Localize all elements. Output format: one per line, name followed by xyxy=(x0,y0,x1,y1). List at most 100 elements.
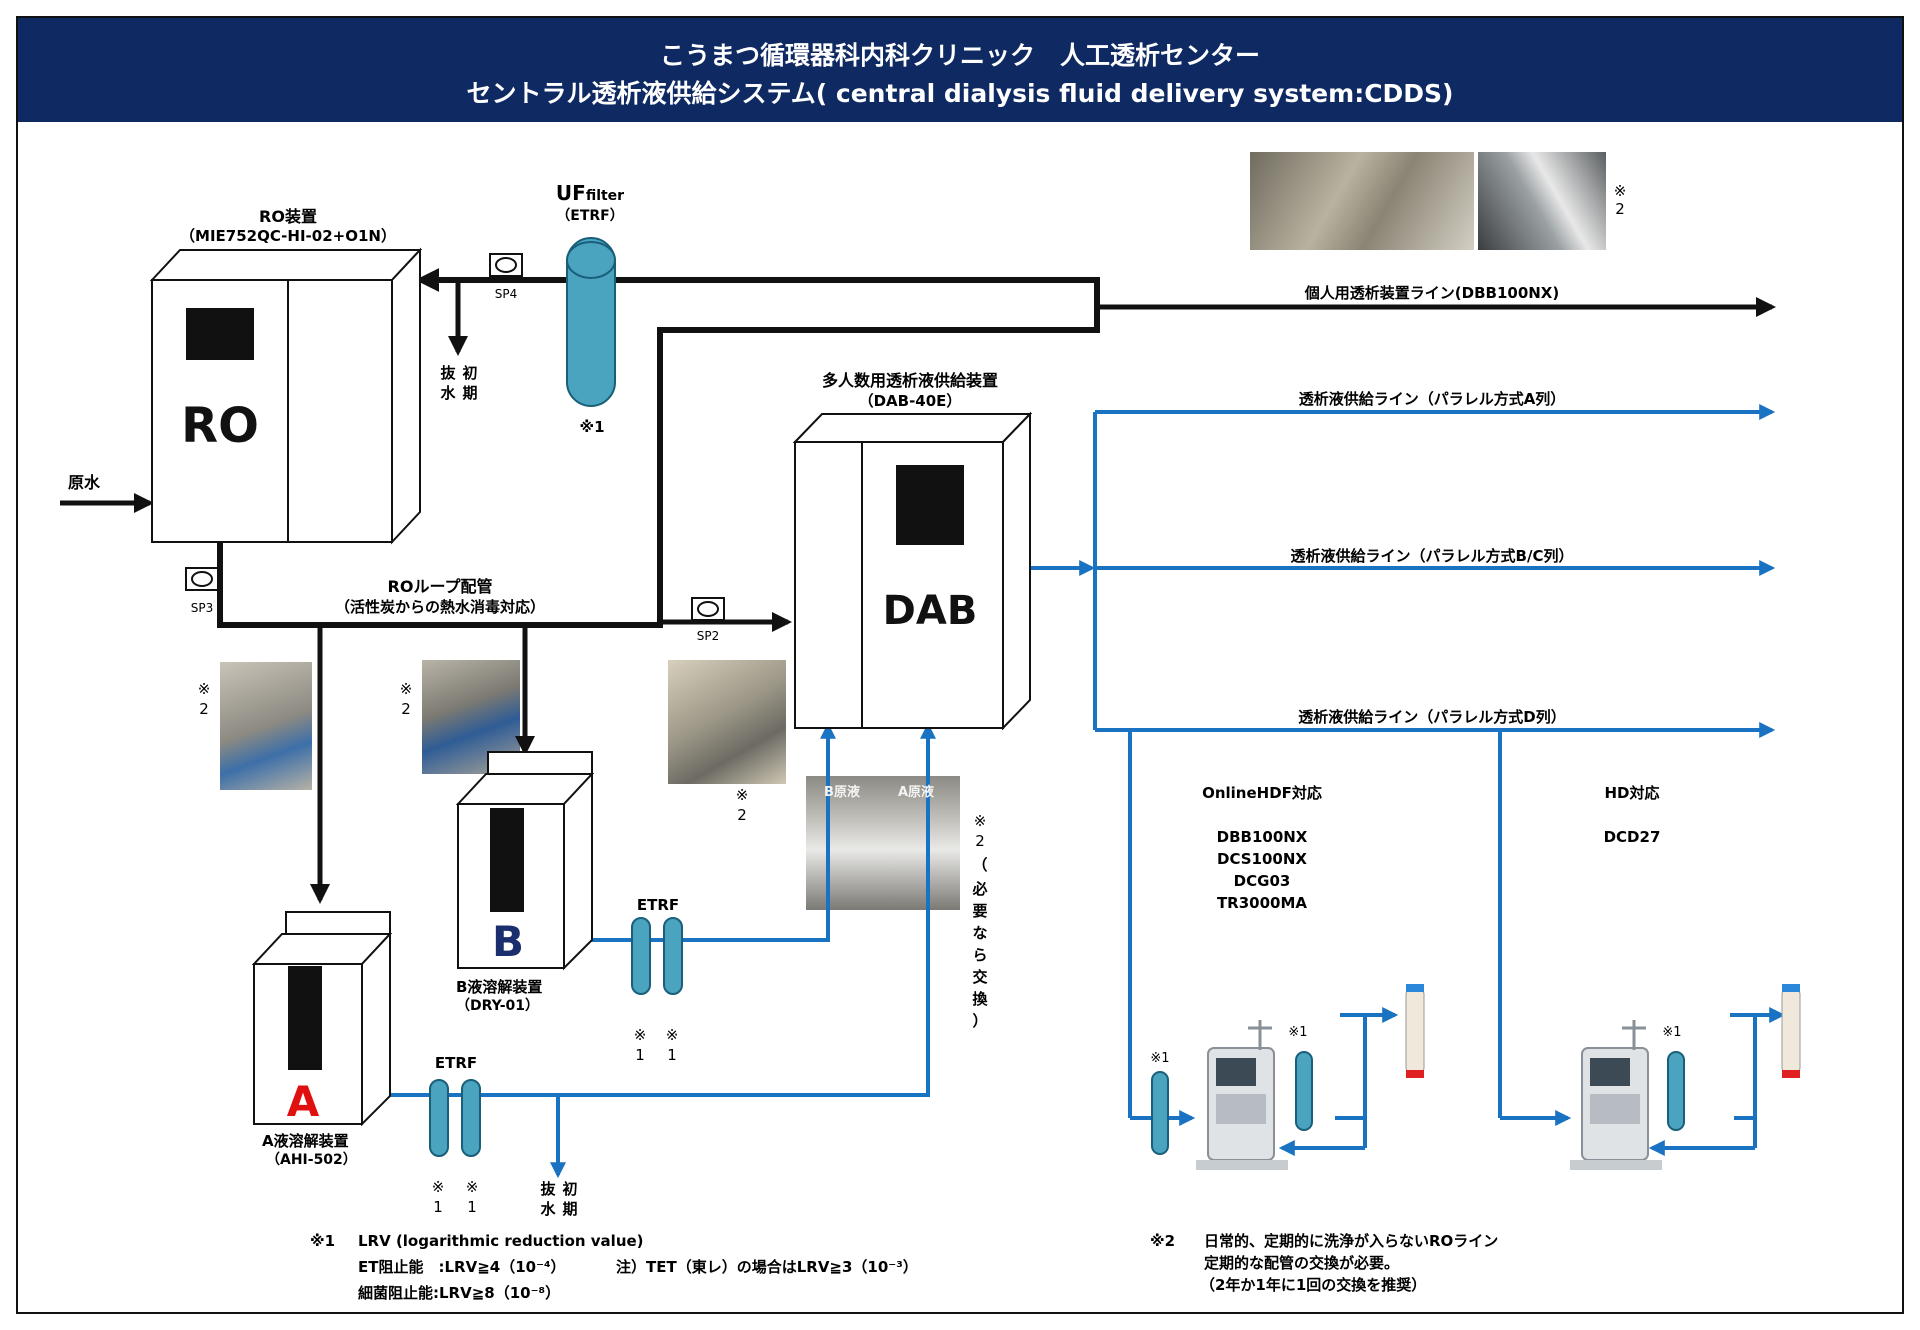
online-hdf-model-3: DCG03 xyxy=(1234,872,1291,890)
drain-label-ro-3: 水 xyxy=(440,384,456,402)
sp4-port xyxy=(489,253,523,277)
hd-machine-icon xyxy=(1570,1020,1662,1170)
drain-label-a-3: 水 xyxy=(540,1200,556,1218)
ab-photo-label-a: A原液 xyxy=(898,784,934,800)
page-subtitle: セントラル透析液供給システム( central dialysis fluid d… xyxy=(466,79,1454,108)
sp3-label: SP3 xyxy=(191,601,214,615)
dab-unit xyxy=(792,411,1033,731)
photo-ab-concentrate-hoses xyxy=(806,776,960,910)
photo-pipe-connection-2 xyxy=(1478,152,1606,250)
raw-water-label: 原水 xyxy=(68,473,101,492)
footnote1-et: ET阻止能 :LRV≧4（10⁻⁴） xyxy=(358,1258,566,1276)
sp2-label: SP2 xyxy=(697,629,720,643)
hdf-dialyzer-icon xyxy=(1405,984,1425,1078)
footnote1-tet: 注）TET（東レ）の場合はLRV≧3（10⁻³） xyxy=(616,1258,918,1276)
dab-display xyxy=(896,465,964,545)
dab-label: 多人数用透析液供給装置 xyxy=(822,371,998,390)
footnote2-mark: ※2 xyxy=(1150,1232,1175,1250)
ro-loop-title: ROループ配管 xyxy=(388,577,493,596)
blue-supply-pipes xyxy=(385,412,1778,1120)
hd-filter xyxy=(1667,1051,1685,1131)
ro-unit xyxy=(149,247,423,545)
ab-photo-label-b: B原液 xyxy=(824,784,860,800)
photo-valve-a xyxy=(220,662,312,790)
etrf-filters-b xyxy=(631,917,683,995)
uf-note: ※1 xyxy=(579,418,604,436)
swap-note-char-7: ） xyxy=(972,1012,987,1030)
hdf-filter-right xyxy=(1295,1051,1313,1131)
etrf-b-note-mark-1: ※ xyxy=(634,1026,647,1044)
b-unit-box-text: B xyxy=(492,917,524,966)
photo-note-mark-ab: ※ xyxy=(974,812,987,830)
header-banner: こうまつ循環器科内科クリニック 人工透析センター セントラル透析液供給システム(… xyxy=(18,18,1902,122)
uf-label-sub: filter xyxy=(586,188,624,204)
drain-label-a-1: 抜 xyxy=(540,1180,556,1198)
drain-label-a-2: 初 xyxy=(562,1180,577,1198)
etrf-a-note-mark-1: ※ xyxy=(432,1178,445,1196)
uf-model: （ETRF） xyxy=(556,208,623,224)
footnote1-mark: ※1 xyxy=(310,1232,335,1250)
hdf-machine-icon xyxy=(1196,1020,1288,1170)
b-unit-label: B液溶解装置 xyxy=(456,978,542,996)
ro-outlet-to-uf-pipe xyxy=(217,277,1100,628)
drain-label-ro-4: 期 xyxy=(462,384,477,402)
uf-filter-icon xyxy=(566,237,616,407)
hd-filter-note: ※1 xyxy=(1662,1025,1681,1040)
etrf-a-note-num-1: 1 xyxy=(433,1198,443,1216)
swap-note-char-2: 要 xyxy=(972,902,987,920)
ro-model: （MIE752QC-HI-02+O1N） xyxy=(180,227,396,245)
photo-note-num-sp2: 2 xyxy=(737,806,747,824)
hd-model-1: DCD27 xyxy=(1604,828,1661,846)
line-a-label: 透析液供給ライン（パラレル方式A列） xyxy=(1299,390,1566,408)
footnote1-lrv: LRV (logarithmic reduction value) xyxy=(358,1232,644,1250)
page-title: こうまつ循環器科内科クリニック 人工透析センター xyxy=(659,41,1260,70)
etrf-b-note-mark-2: ※ xyxy=(666,1026,679,1044)
hdf-filter-left-note: ※1 xyxy=(1150,1051,1169,1066)
swap-note-char-6: 換 xyxy=(972,990,988,1008)
etrf-filters-a xyxy=(429,1079,481,1157)
footnote2-line3: （2年か1年に1回の交換を推奨） xyxy=(1200,1276,1426,1294)
sp2-port xyxy=(691,597,725,621)
footnote2-line2: 定期的な配管の交換が必要。 xyxy=(1204,1254,1399,1272)
photo-note-num-a: 2 xyxy=(199,700,209,718)
online-hdf-model-4: TR3000MA xyxy=(1217,894,1307,912)
online-hdf-title: OnlineHDF対応 xyxy=(1202,784,1322,802)
etrf-label-a: ETRF xyxy=(435,1054,477,1072)
photo-sp2-pipes xyxy=(668,660,786,784)
dab-box-text: DAB xyxy=(883,588,978,634)
etrf-label-b: ETRF xyxy=(637,896,679,914)
uf-label: UFfilter xyxy=(556,181,624,205)
swap-note-char-3: な xyxy=(972,924,987,942)
etrf-b-note-num-2: 1 xyxy=(667,1046,677,1064)
etrf-b-note-num-1: 1 xyxy=(635,1046,645,1064)
photo-note-num-b: 2 xyxy=(401,700,411,718)
ro-loop-sub: （活性炭からの熱水消毒対応） xyxy=(335,598,545,616)
b-unit-level-bar xyxy=(490,808,524,912)
a-unit-level-bar xyxy=(288,966,322,1070)
online-hdf-model-1: DBB100NX xyxy=(1217,828,1308,846)
hd-dialyzer-icon xyxy=(1781,984,1801,1078)
swap-note-char-0: （ xyxy=(972,856,987,874)
a-unit-label: A液溶解装置 xyxy=(262,1132,349,1150)
swap-note-char-5: 交 xyxy=(972,968,987,986)
ro-label: RO装置 xyxy=(259,207,317,226)
photo-note-num-top: 2 xyxy=(1615,200,1625,218)
photo-note-mark-b: ※ xyxy=(400,680,413,698)
uf-label-main: UF xyxy=(556,181,586,205)
a-unit-model: （AHI-502） xyxy=(266,1152,357,1168)
sp3-port xyxy=(185,567,219,591)
a-unit-box-text: A xyxy=(287,1077,320,1126)
drain-label-ro-2: 初 xyxy=(462,364,477,382)
ro-box-text: RO xyxy=(181,398,259,454)
dab-model: （DAB-40E） xyxy=(859,392,962,410)
photo-note-mark-sp2: ※ xyxy=(736,786,749,804)
drain-label-a-4: 期 xyxy=(562,1200,577,1218)
a-unit xyxy=(251,911,393,1127)
hdf-filter-left xyxy=(1151,1071,1169,1155)
online-hdf-model-2: DCS100NX xyxy=(1217,850,1307,868)
photo-note-mark-top: ※ xyxy=(1614,182,1627,200)
swap-note-char-1: 必 xyxy=(971,880,987,898)
footnote2-line1: 日常的、定期的に洗浄が入らないROライン xyxy=(1204,1232,1498,1250)
line-d-label: 透析液供給ライン（パラレル方式D列） xyxy=(1298,708,1565,726)
